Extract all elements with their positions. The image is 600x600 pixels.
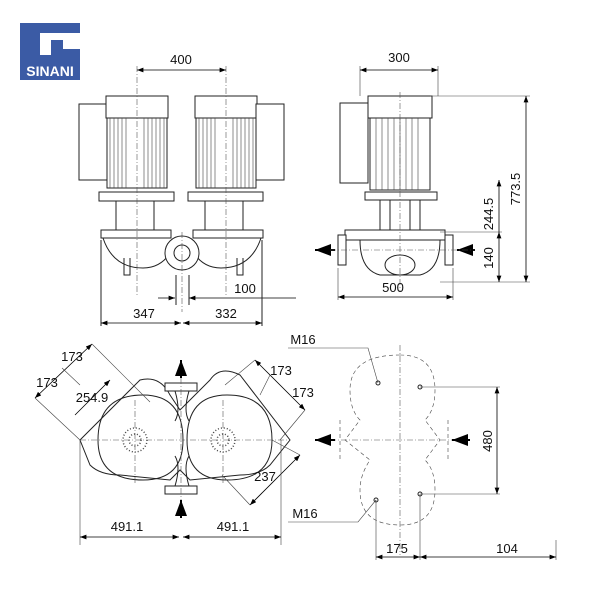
bolt-label-bottom: M16 [292,506,317,521]
dim-right-width: 332 [215,306,237,321]
dim-flange-a1: 173 [61,349,83,364]
dim-flange-a2: 173 [36,375,58,390]
top-view: 173 173 254.9 173 173 237 491.1 491.1 [34,343,314,545]
dim-flange-diag: 254.9 [76,390,109,405]
dim-top-width: 300 [388,50,410,65]
logo-text: SINANI [26,63,73,79]
dim-offset: 104 [496,541,518,556]
front-view: 400 100 347 332 [78,52,296,326]
dim-base-height: 140 [481,247,496,269]
bolt-label-top: M16 [290,332,315,347]
dim-port-offset: 100 [234,281,256,296]
dim-total-height: 773.5 [508,173,523,206]
side-view: 300 773.5 244.5 140 500 [315,50,530,300]
dim-side-237: 237 [254,469,276,484]
dim-left-width: 347 [133,306,155,321]
dim-half-width-left: 491.1 [111,519,144,534]
dim-flange-height: 244.5 [481,198,496,231]
dim-bolt-spacing: 175 [386,541,408,556]
dim-half-width-right: 491.1 [217,519,250,534]
sinani-logo: SINANI [20,23,80,80]
dim-flange-b1: 173 [270,363,292,378]
base-view: M16 M16 480 175 104 [288,332,557,560]
dim-motor-spacing: 400 [170,52,192,67]
dim-depth: 480 [480,430,495,452]
dim-flange-b2: 173 [292,385,314,400]
dim-base-width: 500 [382,280,404,295]
